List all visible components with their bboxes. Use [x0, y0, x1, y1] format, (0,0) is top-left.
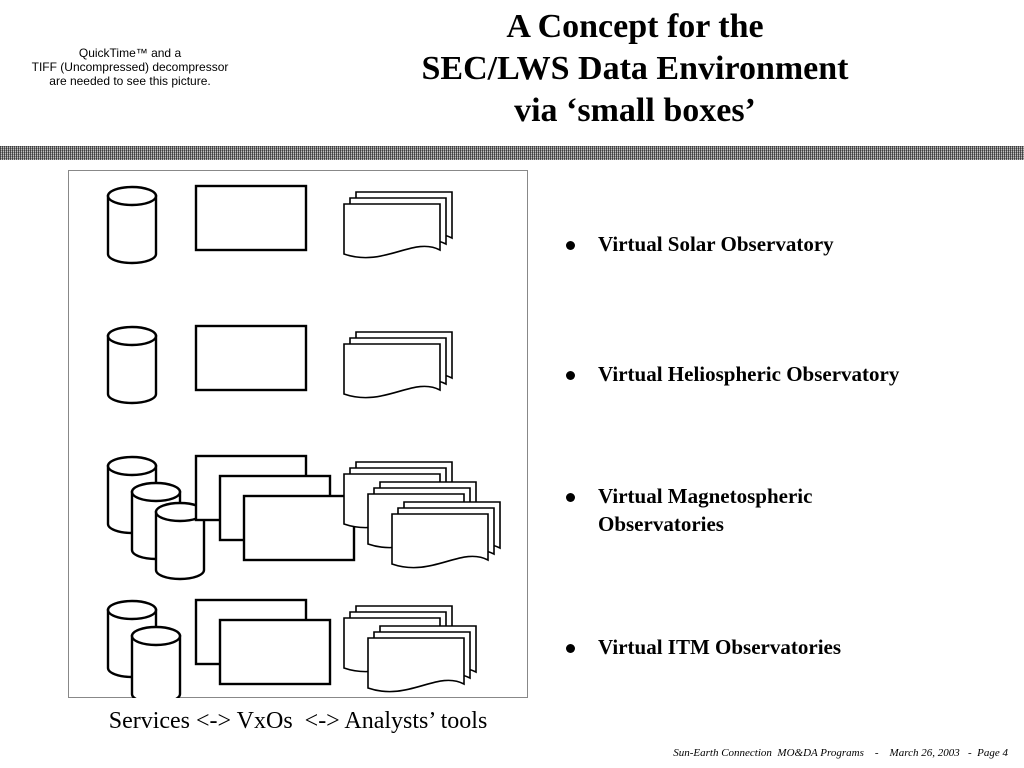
quicktime-notice-line-3: are needed to see this picture.: [49, 74, 211, 88]
display-box-icon-1-1: [194, 184, 308, 252]
diagram-caption: Services <-> VxOs <-> Analysts’ tools: [108, 708, 488, 734]
slide-title-line-2: SEC/LWS Data Environment: [421, 50, 849, 87]
bullet-virtual-magnetospheric-observatories: Virtual Magnetospheric Observatories: [560, 482, 1000, 538]
bullet-text-continued: Observatories: [598, 512, 724, 536]
document-stack-icon-3-3: [391, 501, 501, 569]
quicktime-notice-line-1: QuickTime™ and a: [78, 46, 182, 60]
display-box-icon-3-3: [242, 494, 356, 562]
database-icon-2-1: [106, 325, 158, 405]
quicktime-placeholder-notice: QuickTime™ and a TIFF (Uncompressed) dec…: [0, 46, 260, 88]
slide-footer: Sun-Earth Connection MO&DA Programs - Ma…: [673, 747, 1008, 759]
display-box-icon-4-2: [218, 618, 332, 686]
diagram-row-4: [106, 598, 477, 698]
bullet-virtual-heliospheric-observatory: Virtual Heliospheric Observatory: [560, 360, 1000, 388]
document-stack-icon-4-2: [367, 625, 477, 693]
database-icon-3-3: [154, 501, 206, 581]
bullet-text: Virtual Magnetospheric: [598, 484, 813, 508]
diagram-row-2: [106, 324, 453, 405]
bullet-dot-icon: [566, 644, 575, 653]
bullet-virtual-itm-observatories: Virtual ITM Observatories: [560, 633, 1000, 661]
bullet-text: Virtual Solar Observatory: [598, 232, 834, 256]
slide-title-line-1: A Concept for the: [506, 8, 764, 45]
bullet-text: Virtual ITM Observatories: [598, 635, 842, 659]
small-boxes-diagram: [68, 170, 528, 698]
bullet-dot-icon: [566, 371, 575, 380]
slide-title: A Concept for the SEC/LWS Data Environme…: [340, 6, 930, 132]
database-icon-4-2: [130, 625, 182, 698]
bullet-text: Virtual Heliospheric Observatory: [598, 362, 900, 386]
display-box-icon-2-1: [194, 324, 308, 392]
bullet-dot-icon: [566, 493, 575, 502]
slide-title-line-3: via ‘small boxes’: [514, 92, 756, 129]
diagram-row-1: [106, 184, 453, 265]
bullet-virtual-solar-observatory: Virtual Solar Observatory: [560, 230, 1000, 258]
title-divider-bar: [0, 146, 1024, 160]
quicktime-notice-line-2: TIFF (Uncompressed) decompressor: [31, 60, 229, 74]
database-icon-1-1: [106, 185, 158, 265]
bullet-dot-icon: [566, 241, 575, 250]
document-stack-icon-1-1: [343, 191, 453, 259]
diagram-row-3: [106, 454, 501, 581]
document-stack-icon-2-1: [343, 331, 453, 399]
